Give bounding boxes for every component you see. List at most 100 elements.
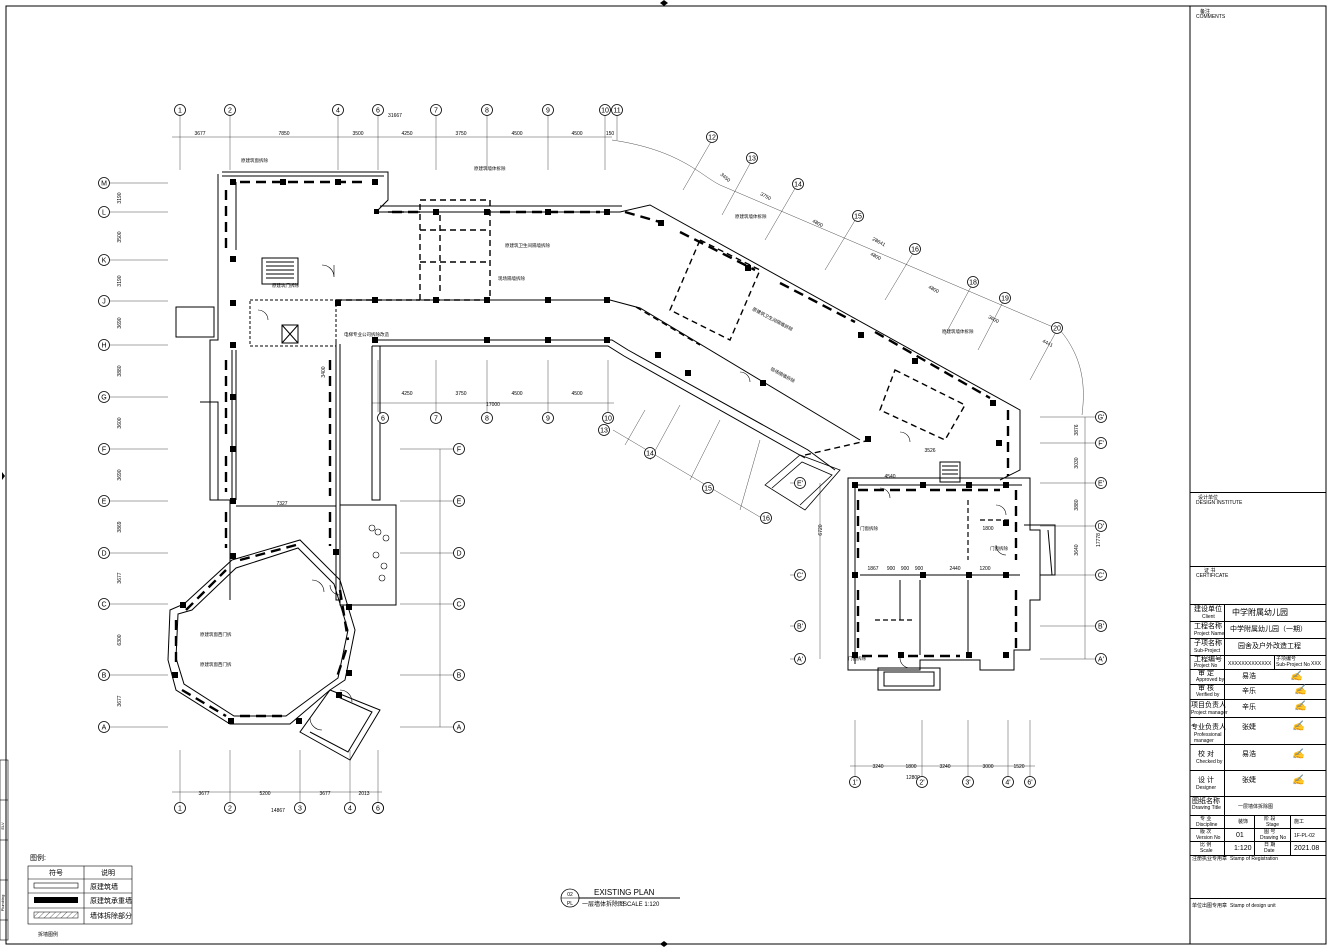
axis-rbot-4-label: 4' [1005,780,1010,787]
dim-diag-4: 4800 [869,251,882,262]
client-label-en: Client [1202,614,1215,620]
label-remove-window: 原建筑窗拆除 [241,157,268,164]
dim-block-6: 900 [915,566,924,572]
axis-left-H: H [98,339,110,351]
dim-top-8: 150 [606,131,615,137]
axis-bottom-6-label: 6 [376,806,380,813]
dim-left-2: 3500 [117,231,123,242]
label-remove-door: 原建筑门拆除 [272,282,299,289]
axis-rl-1: C' [794,569,806,581]
axis-rb-F'-label: F' [1098,441,1104,448]
dim-left-7: 3690 [117,469,123,480]
axis-rb-B': B' [1095,620,1107,632]
stamp-divider [1190,898,1326,899]
axis-diag-15-label: 15 [854,214,862,221]
row-line [1190,684,1326,685]
axis-rl-0: E' [794,477,806,489]
checked-signature: ✍ [1292,749,1305,760]
dim-left-3: 3190 [117,275,123,286]
dim-mid-total: 17000 [486,402,500,408]
axis-rbot-6-label: 6' [1027,780,1032,787]
legend-row-2: 原建筑承重墙 [90,896,132,905]
axis-rb-B'-label: B' [1098,624,1104,631]
title-scale: SCALE 1:120 [623,902,660,908]
door-swings [257,264,1007,731]
row-line [1190,699,1326,700]
dim-top-4: 4250 [401,131,412,137]
dim-block-3: 1867 [867,566,878,572]
designer-label: 设 计 [1198,777,1214,784]
verified-value: 辛乐 [1242,688,1256,695]
axis-top-4: 4 [332,104,344,116]
axis-rb-C': C' [1095,569,1107,581]
dim-left-9: 3677 [117,572,123,583]
axis-rbot-1-label: 1' [852,780,857,787]
dim-diag-2: 3750 [759,191,772,202]
legend-swatch-demolish [33,911,79,919]
axis-bottom-4: 4 [344,802,356,814]
sheet-border [5,5,1327,945]
unit-stamp-label: 单位出图专用章 [1192,903,1228,909]
axis-top-6: 6 [372,104,384,116]
prof-label: 专业负责人 [1191,724,1226,731]
axis-left-C: C [98,598,110,610]
plan-code-top: 02 [567,892,573,898]
legend-row-3: 墙体拆除部分 [90,911,132,920]
axis-top-11: 11 [611,104,623,116]
dim-rb-3: 3240 [939,764,950,770]
axis-top-7-label: 7 [434,108,438,115]
discipline-label: 专 业 [1200,816,1212,822]
version-label-en: Version No [1196,835,1221,841]
axis-diag-18: 18 [967,276,979,288]
dim-rb-5: 1520 [1013,764,1024,770]
design-cn: 设计单位 [1198,495,1219,501]
row-line [1190,655,1326,656]
axis-left-K: K [98,254,110,266]
axis-lowdiag-13-label: 13 [600,428,608,435]
axis-diag-12-label: 12 [708,135,716,142]
dim-rb-4: 3000 [982,764,993,770]
axis-diag-18-label: 18 [969,280,977,287]
drawing-title: 02 PL EXISTING PLAN 一层墙体拆除图 SCALE 1:120 [560,888,680,908]
cell-line [1290,815,1291,855]
axis-left-D: D [98,547,110,559]
legend-table [27,865,133,925]
label-door-remove-a: 门窗拆除 [860,525,878,532]
discipline-label-en: Discipline [1196,822,1218,828]
project-label: 工程名称 [1194,623,1222,630]
axis-mid-8-label: 8 [485,416,489,423]
axis-mid-7: 7 [430,412,442,424]
axis-left-B-label: B [102,673,107,680]
frame-marker-top [660,0,668,6]
legend-swatch-bearing [34,897,78,903]
axis-top-9-label: 9 [546,108,550,115]
dim-mid-2: 3750 [455,391,466,397]
axis-rl-2: B' [794,620,806,632]
dim-rs-2: 3030 [1074,457,1080,468]
axis-left-G-label: G [101,395,106,402]
date-label: 日 期 [1264,842,1276,848]
project-no-value: XXXXXXXXXXXXX [1228,661,1272,667]
right-block-demolition [875,500,1010,621]
row-line [1190,744,1326,745]
titleblock: 备注 COMMENTS 设计单位 DESIGN INSTITUTE 证 书 CE… [1190,6,1326,944]
row-line [1190,717,1326,718]
dwg-name-label: 图纸名称 [1192,798,1220,805]
design-divider [1190,492,1326,493]
axis-rl-2-label: B' [797,624,803,631]
axis-left-B: B [98,669,110,681]
subproject-no-value: XXX [1311,661,1322,667]
dim-mid-4: 4500 [571,391,582,397]
label-west-door-1: 原建筑窗西门拆 [200,631,232,638]
axis-rb-G'-label: G' [1098,415,1105,422]
info-table: 建设单位 Client 中学附属幼儿园 工程名称 Project Name 中学… [1190,604,1326,857]
axis-top-8-label: 8 [485,108,489,115]
axis-rc-A: A [453,721,465,733]
axis-diag-13: 13 [746,152,758,164]
annotation-labels: 原建筑窗拆除 原建筑墙体拆除 原建筑卫生间隔墙拆除 现场隔墙拆除 原建筑门拆除 … [200,157,1008,668]
axis-left-A-label: A [102,725,107,732]
axis-rb-E'-label: E' [1098,481,1104,488]
dim-block-11: 6720 [818,524,824,535]
axis-rc-C: C [453,598,465,610]
